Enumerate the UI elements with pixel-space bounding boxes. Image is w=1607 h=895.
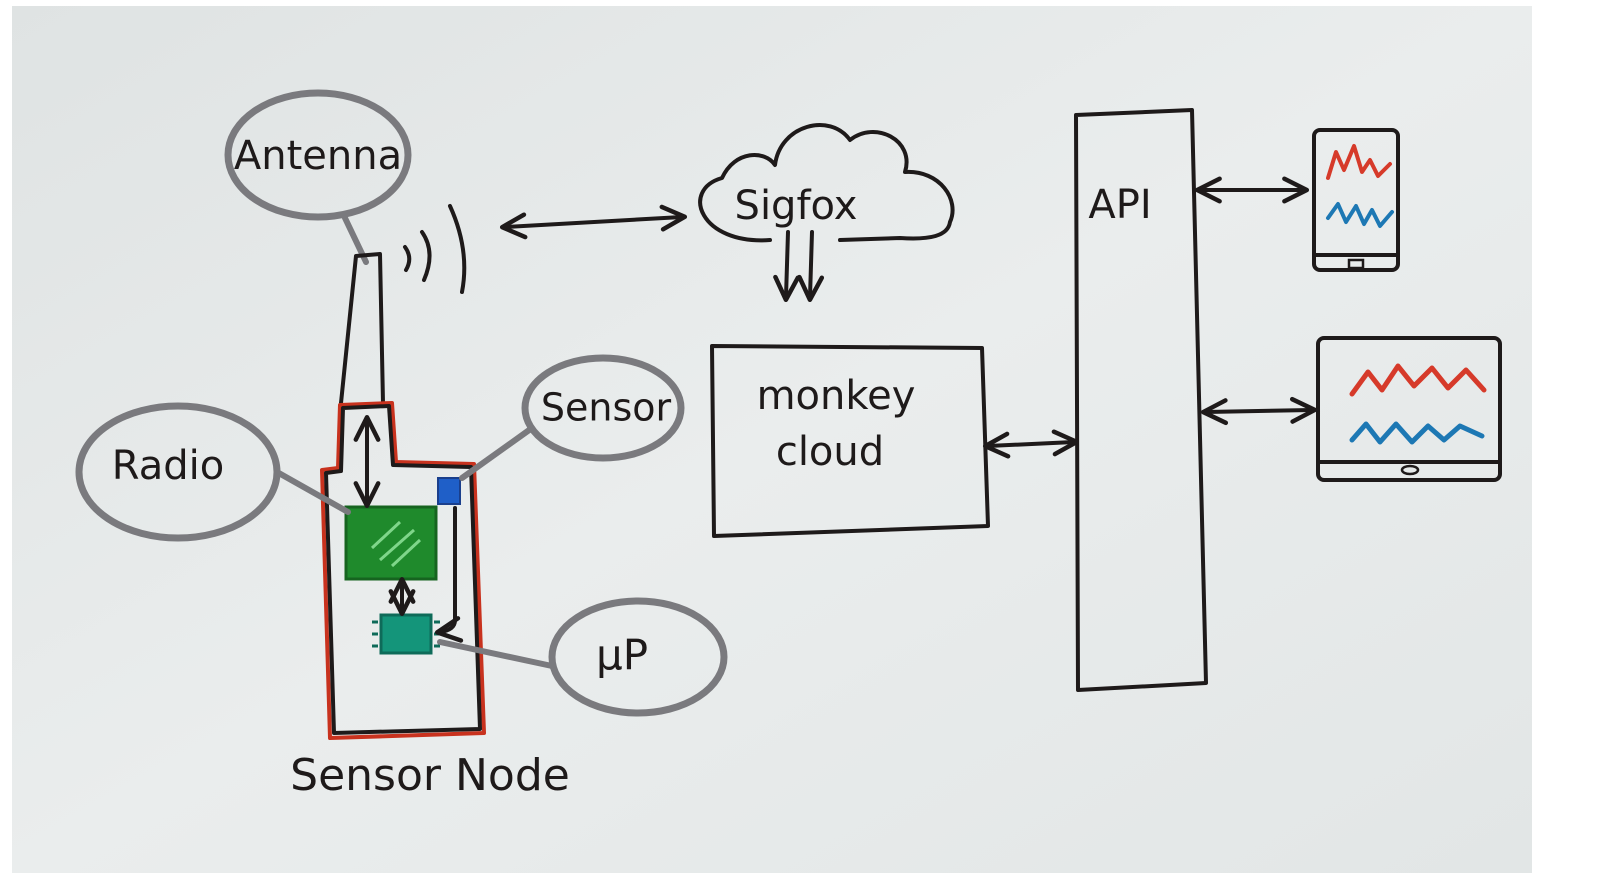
arrow-sensor-mcu bbox=[434, 506, 464, 643]
mcu-chip bbox=[379, 613, 433, 655]
radio-label: Radio bbox=[112, 443, 224, 489]
mcu-bubble bbox=[548, 597, 728, 717]
arrow-node-sigfox bbox=[499, 204, 688, 240]
arrow-sigfox-monkey-1 bbox=[773, 230, 801, 303]
radio-wave-2 bbox=[420, 230, 432, 282]
tablet-trace-red bbox=[1349, 363, 1487, 397]
monkey-cloud-label-line2: cloud bbox=[776, 429, 884, 475]
radio-wave-3 bbox=[448, 204, 467, 294]
monkey-cloud-label-line1: monkey bbox=[757, 373, 916, 419]
sensor-bubble bbox=[521, 354, 685, 462]
sensor-connector bbox=[459, 425, 535, 481]
monkey-cloud-box bbox=[710, 344, 990, 538]
sensor-node-caption: Sensor Node bbox=[290, 750, 570, 801]
sensor-node-outline-ink bbox=[324, 404, 482, 735]
tablet-trace-blue bbox=[1349, 421, 1485, 445]
radio-connector bbox=[274, 469, 351, 515]
radio-wave-1 bbox=[403, 245, 412, 272]
antenna-label: Antenna bbox=[234, 133, 402, 179]
phone-home-button bbox=[1347, 258, 1365, 270]
sensor-chip bbox=[437, 477, 461, 505]
arrow-monkey-api bbox=[982, 429, 1080, 459]
antenna-bubble bbox=[224, 89, 412, 221]
arrow-api-tablet bbox=[1200, 396, 1318, 426]
api-box bbox=[1074, 108, 1208, 692]
phone-device bbox=[1312, 128, 1400, 272]
arrow-sigfox-monkey-2 bbox=[797, 230, 825, 303]
tablet-home-button bbox=[1400, 464, 1420, 476]
phone-trace-blue bbox=[1326, 202, 1394, 228]
phone-trace-red bbox=[1326, 144, 1392, 180]
mcu-connector bbox=[437, 639, 555, 669]
sensor-node-outline-red bbox=[320, 401, 486, 740]
antenna-mast bbox=[339, 252, 385, 405]
tablet-device bbox=[1316, 336, 1502, 482]
radio-chip bbox=[344, 505, 438, 581]
sigfox-label: Sigfox bbox=[735, 183, 858, 229]
mcu-label: μP bbox=[596, 631, 648, 680]
sensor-label: Sensor bbox=[541, 386, 672, 430]
sigfox-cloud bbox=[698, 123, 955, 243]
api-label: API bbox=[1088, 182, 1151, 228]
radio-chip-hatch bbox=[370, 520, 422, 568]
